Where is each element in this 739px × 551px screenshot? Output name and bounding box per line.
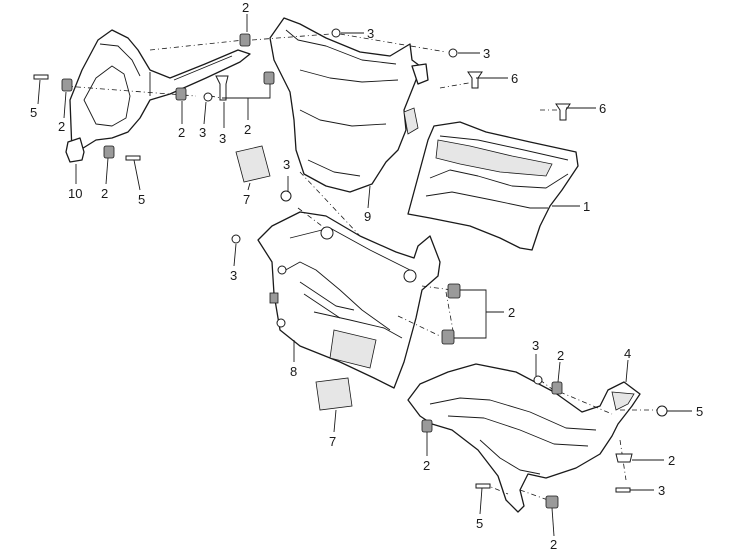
part-10-bracket <box>65 29 251 163</box>
callout-5-bottom: 5 <box>476 516 483 531</box>
callout-5-left: 5 <box>30 105 37 120</box>
callout-6-b: 6 <box>599 101 606 116</box>
callout-2-mid-a: 2 <box>178 125 185 140</box>
callout-5-right: 5 <box>696 404 703 419</box>
callout-3-left-mid: 3 <box>230 268 237 283</box>
callout-7-bottom: 7 <box>329 434 336 449</box>
callout-3-lower: 3 <box>532 338 539 353</box>
callout-6-a: 6 <box>511 71 518 86</box>
leader-lines <box>37 14 692 537</box>
part-7-pad-top <box>235 145 271 183</box>
callout-labels: 2 3 3 6 6 5 2 2 3 3 2 3 10 2 5 7 9 1 3 2… <box>30 0 703 551</box>
callout-9: 9 <box>364 209 371 224</box>
callout-2-right: 2 <box>668 453 675 468</box>
part-7-pad-bottom <box>315 377 353 411</box>
callout-8: 8 <box>290 364 297 379</box>
part-8-lower-panel <box>257 211 441 389</box>
callout-3-mid-c: 3 <box>283 157 290 172</box>
callout-3-mid-a: 3 <box>199 125 206 140</box>
hardware-fasteners <box>33 28 668 509</box>
callout-3-right: 3 <box>658 483 665 498</box>
callout-5-bl: 5 <box>138 192 145 207</box>
callout-2-bl: 2 <box>101 186 108 201</box>
callout-3-top-a: 3 <box>367 26 374 41</box>
callout-2-clips: 2 <box>508 305 515 320</box>
part-1-tray <box>407 121 579 251</box>
callout-2-left: 2 <box>58 119 65 134</box>
part-9-upper-panel <box>269 17 429 193</box>
callout-10: 10 <box>68 186 82 201</box>
callout-2-mid-b: 2 <box>244 122 251 137</box>
callout-1: 1 <box>583 199 590 214</box>
callout-3-mid-b: 3 <box>219 131 226 146</box>
callout-2-bottom-left: 2 <box>423 458 430 473</box>
callout-3-top-b: 3 <box>483 46 490 61</box>
callout-2-top: 2 <box>242 0 249 15</box>
callout-2-bottom: 2 <box>550 537 557 551</box>
callout-4: 4 <box>624 346 631 361</box>
part-4-lower-right-panel <box>407 363 641 513</box>
callout-2-lower: 2 <box>557 348 564 363</box>
callout-7-top: 7 <box>243 192 250 207</box>
